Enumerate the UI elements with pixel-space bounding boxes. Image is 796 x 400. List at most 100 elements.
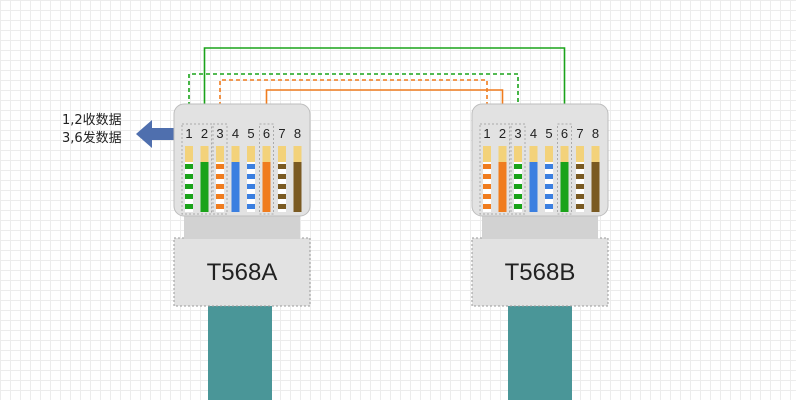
- plug-body-right: [471, 103, 609, 217]
- wire-stripe: [514, 204, 522, 209]
- wire-stripe: [278, 174, 286, 179]
- pin-contact: [514, 146, 522, 162]
- pin-contact: [262, 146, 271, 162]
- wire-stripe: [576, 164, 584, 169]
- pair-highlight-box: [479, 123, 510, 215]
- wire-stripe: [576, 204, 584, 209]
- wire-solid: [498, 162, 507, 212]
- wire-stripe: [278, 184, 286, 189]
- receive-note: 1,2收数据: [62, 113, 122, 128]
- transmit-note: 3,6发数据: [62, 130, 122, 146]
- pin-contact: [591, 146, 600, 162]
- link-pin2-to-pin6: [203, 47, 566, 120]
- pin-contact: [483, 146, 491, 162]
- pin-number-4: 4: [232, 126, 239, 141]
- wire-stripe: [545, 174, 553, 179]
- wire-solid: [293, 162, 302, 212]
- wire-stripe: [247, 164, 255, 169]
- pin-contact: [185, 146, 193, 162]
- wire-solid: [262, 162, 271, 212]
- wire-stripe: [483, 184, 491, 189]
- wire-stripe: [545, 184, 553, 189]
- pin-contact: [529, 146, 538, 162]
- wire-stripe: [216, 194, 224, 199]
- wire-stripe: [247, 174, 255, 179]
- pin-number-1: 1: [483, 126, 490, 141]
- pin-contact: [293, 146, 302, 162]
- pin-number-5: 5: [247, 126, 254, 141]
- wire-stripe: [185, 194, 193, 199]
- wire-stripe: [576, 174, 584, 179]
- pair-highlight-box: [181, 123, 212, 215]
- wire-stripe: [514, 194, 522, 199]
- pin-number-2: 2: [499, 126, 506, 141]
- wire-stripe: [216, 164, 224, 169]
- boot-right: [471, 237, 609, 307]
- wire-stripe: [483, 174, 491, 179]
- wire-solid: [529, 162, 538, 212]
- pin-number-7: 7: [278, 126, 285, 141]
- wire-stripe: [247, 194, 255, 199]
- standard-label-left: T568A: [207, 259, 278, 286]
- pin-contact: [498, 146, 507, 162]
- wire-solid: [200, 162, 209, 212]
- wire-stripe: [483, 164, 491, 169]
- wire-stripe: [278, 204, 286, 209]
- wire-solid: [560, 162, 569, 212]
- pin-number-6: 6: [561, 126, 568, 141]
- neck-left: [184, 215, 300, 239]
- pin-number-3: 3: [514, 126, 521, 141]
- wire-stripe: [216, 204, 224, 209]
- wire-stripe: [514, 184, 522, 189]
- wire-stripe: [576, 184, 584, 189]
- boot-left: [173, 237, 311, 307]
- wire-stripe: [278, 164, 286, 169]
- wire-stripe: [185, 174, 193, 179]
- wire-stripe: [545, 194, 553, 199]
- wire-stripe: [514, 174, 522, 179]
- wire-stripe: [216, 174, 224, 179]
- pin-number-6: 6: [263, 126, 270, 141]
- pin-number-1: 1: [185, 126, 192, 141]
- pin-contact: [216, 146, 224, 162]
- wire-solid: [591, 162, 600, 212]
- wire-stripe: [185, 204, 193, 209]
- pin-contact: [576, 146, 584, 162]
- link-pin1-to-pin3: [188, 73, 519, 120]
- pin-contact: [200, 146, 209, 162]
- pin-number-3: 3: [216, 126, 223, 141]
- pin-number-5: 5: [545, 126, 552, 141]
- pin-contact: [545, 146, 553, 162]
- wire-stripe: [576, 194, 584, 199]
- pin-contact: [231, 146, 240, 162]
- standard-label-right: T568B: [505, 259, 576, 286]
- wire-stripe: [185, 164, 193, 169]
- wire-stripe: [216, 184, 224, 189]
- pin-contact: [560, 146, 569, 162]
- wire-stripe: [514, 164, 522, 169]
- wire-stripe: [545, 164, 553, 169]
- pin-number-2: 2: [201, 126, 208, 141]
- wire-solid: [231, 162, 240, 212]
- wire-stripe: [545, 204, 553, 209]
- pin-number-8: 8: [294, 126, 301, 141]
- wire-stripe: [247, 184, 255, 189]
- pin-number-4: 4: [530, 126, 537, 141]
- wire-stripe: [185, 184, 193, 189]
- wire-stripe: [247, 204, 255, 209]
- wire-stripe: [483, 204, 491, 209]
- plug-body-left: [173, 103, 311, 217]
- pin-number-8: 8: [592, 126, 599, 141]
- pin-number-7: 7: [576, 126, 583, 141]
- left-arrow-icon: [136, 120, 174, 148]
- neck-right: [482, 215, 598, 239]
- wire-stripe: [278, 194, 286, 199]
- wire-stripe: [483, 194, 491, 199]
- cable-right: [508, 306, 572, 400]
- pin-contact: [278, 146, 286, 162]
